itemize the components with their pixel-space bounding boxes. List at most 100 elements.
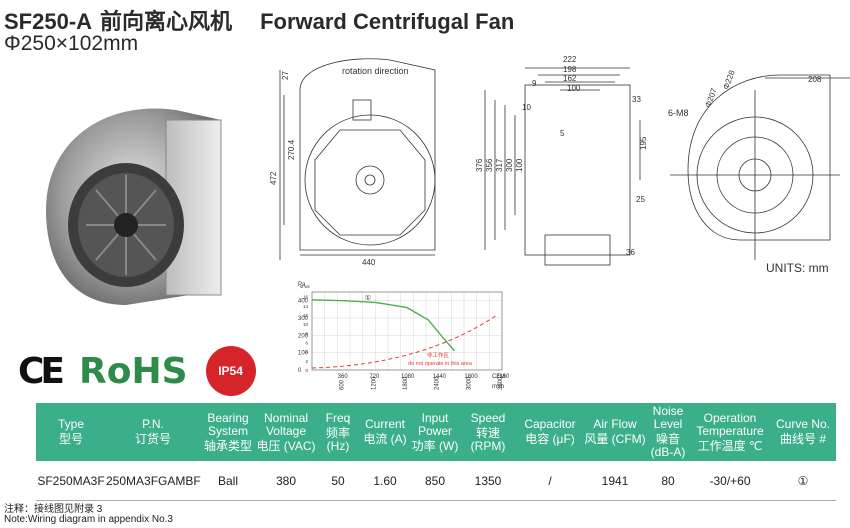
header-en: Curve No. — [775, 417, 831, 431]
dim-100: 100 — [567, 84, 581, 93]
x-tick-cfm: 1440 — [433, 374, 447, 380]
x-tick-cfm: 1800 — [464, 374, 478, 380]
y-tick-inwc: 10 — [303, 322, 309, 327]
chart-frame — [311, 291, 503, 371]
y-tick-inwc: 12 — [303, 313, 309, 318]
y-tick-inwc: 14 — [303, 304, 309, 309]
series-label: ① — [365, 294, 371, 302]
y-tick-inwc: 8 — [305, 331, 308, 336]
header-cn: 轴承类型 — [203, 438, 252, 453]
x-tick-m3h: 1800 — [403, 376, 409, 390]
fan-photo — [46, 108, 222, 305]
header-cn: 电容 (μF) — [525, 432, 575, 446]
note-cn: 注释：接线图见附录 3 — [4, 504, 103, 515]
note-en: Note:Wiring diagram in appendix No.3 — [4, 514, 173, 525]
x-tick-cfm: 360 — [338, 374, 349, 380]
dim-317: 317 — [495, 158, 504, 172]
cn-title: 前向离心风机 — [100, 9, 233, 34]
x-tick-m3h: 1200 — [371, 376, 377, 390]
front-view — [279, 58, 436, 260]
x-tick-cfm: 2160 — [496, 374, 510, 380]
dim-5: 5 — [560, 129, 565, 138]
rotation-label: rotation direction — [342, 66, 409, 76]
table-cell: ① — [797, 473, 809, 488]
dim-10: 10 — [522, 103, 531, 112]
dim-25: 25 — [636, 195, 645, 204]
dim-472: 472 — [270, 171, 278, 185]
x-tick-cfm: 1080 — [401, 374, 415, 380]
dim-356: 356 — [485, 158, 494, 172]
dim-27: 27 — [281, 71, 290, 80]
dim-300: 300 — [505, 158, 514, 172]
dim-36: 36 — [626, 248, 635, 257]
series-line — [311, 299, 456, 352]
ip54-badge: IP54 — [205, 346, 256, 396]
header-en: Bearing System — [207, 410, 249, 438]
x-tick-m3h: 2400 — [435, 376, 441, 390]
table-cell: SF250MA3F — [37, 473, 105, 488]
page-title: SF250-A 前向离心风机 Forward Centrifugal Fan — [4, 4, 514, 36]
cert-logos: CE RoHS IP54 — [18, 346, 256, 396]
header-cell: Curve No.曲线号 # — [770, 403, 836, 461]
header-en: Freq — [325, 410, 351, 425]
table-cell: 850 — [424, 473, 446, 488]
header-en: Type — [57, 417, 84, 431]
y-tick-label: 200 — [298, 333, 309, 339]
x-axis-label-m3h: m³/h — [492, 384, 504, 390]
units-label: UNITS: mm — [766, 261, 829, 275]
dim-376: 376 — [475, 158, 484, 172]
model-name: SF250-A — [4, 9, 93, 34]
y-tick-inwc: 0 — [305, 368, 308, 373]
header-cn: 曲线号 # — [779, 432, 826, 446]
header-cn: 电流 (A) — [363, 432, 407, 446]
x-tick-m3h: 3000 — [466, 376, 472, 390]
header-cn: 功率 (W) — [411, 438, 459, 453]
header-cn: 转速 (RPM) — [470, 425, 506, 453]
dim-208: 208 — [808, 75, 822, 84]
table-cell: 1941 — [601, 473, 629, 488]
header-en: Nominal Voltage — [263, 410, 308, 438]
dim-440: 440 — [362, 258, 376, 267]
header-cn: 工作温度 ℃ — [697, 438, 763, 453]
table-cell: 250MA3FGAMBF — [106, 473, 201, 488]
side-view — [484, 67, 641, 266]
dim-270: 270.4 — [287, 139, 296, 160]
dim-162: 162 — [563, 74, 577, 83]
annotation-en: do not operate in this area — [408, 361, 473, 367]
en-title: Forward Centrifugal Fan — [260, 9, 515, 34]
dimension-drawings: 27 270.4 472 440 222 198 162 100 9 10 5 … — [270, 55, 850, 267]
table-cell: 380 — [275, 473, 297, 488]
table-cell: Ball — [217, 473, 238, 488]
table-cell: 80 — [661, 473, 675, 488]
x-tick-cfm: 720 — [369, 374, 380, 380]
dim-228: Φ228 — [721, 69, 736, 91]
dim-33: 33 — [632, 95, 641, 104]
fan-size: Φ250×102mm — [4, 32, 139, 55]
header-en: Noise Level — [652, 404, 684, 431]
header-cn: 订货号 — [134, 432, 171, 446]
dim-198: 198 — [563, 65, 577, 74]
dim-195: 195 — [639, 136, 648, 150]
y-tick-label: 300 — [298, 316, 309, 322]
y-tick-inwc: 6 — [305, 340, 308, 345]
header-en: Speed — [470, 410, 506, 425]
x-axis-label-cfm: CFM — [492, 374, 505, 380]
y-tick-label: 0 — [298, 368, 302, 374]
header-cn: 噪音 (dB-A) — [650, 432, 686, 459]
y-axis-label: Pa — [298, 282, 306, 288]
y-axis-label-inwc: in.wc — [300, 284, 311, 289]
header-cell: P.N.订货号 — [106, 403, 200, 461]
table-cell: 50 — [331, 473, 345, 488]
annotation-cn: 非工作区 — [427, 351, 450, 359]
